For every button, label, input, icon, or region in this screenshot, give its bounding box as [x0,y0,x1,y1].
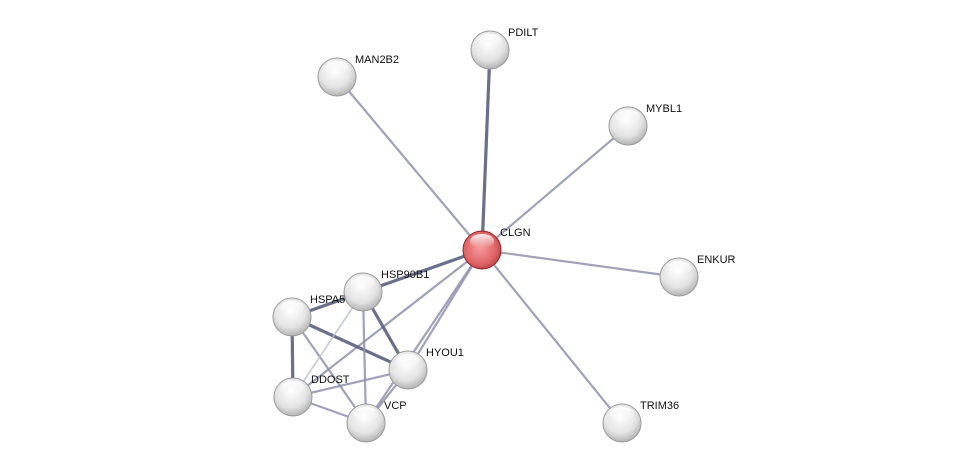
node-highlight [396,354,420,368]
edge-hsp90b1-vcp[interactable] [361,291,368,424]
node-highlight [478,34,502,48]
node-label: DDOST [311,374,350,386]
node-hspa5[interactable]: HSPA5 [272,294,345,337]
edge-clgn-trim36[interactable] [481,249,623,424]
node-label: ENKUR [697,254,736,266]
edge-clgn-hsp90b1[interactable] [362,248,483,294]
edge-clgn-enkur[interactable] [481,248,680,279]
edge-clgn-mybl1[interactable] [481,125,629,251]
node-label: CLGN [500,227,531,239]
node-label: MYBL1 [646,103,682,115]
node-highlight [351,276,375,290]
node-highlight [281,381,305,395]
node-label: HSPA5 [310,294,345,306]
node-label: PDILT [508,27,539,39]
edge-clgn-man2b2[interactable] [336,76,483,251]
node-highlight [354,407,378,421]
edge-hspa5-hyou1[interactable] [291,315,409,372]
node-label: HYOU1 [426,347,464,359]
node-trim36[interactable]: TRIM36 [602,400,679,443]
node-ddost[interactable]: DDOST [273,374,350,417]
node-enkur[interactable]: ENKUR [659,254,736,297]
edge-clgn-ddost[interactable] [292,249,483,398]
edge-ddost-hyou1[interactable] [292,368,409,399]
node-label: MAN2B2 [355,54,399,66]
node-man2b2[interactable]: MAN2B2 [317,54,399,97]
node-highlight [325,61,349,75]
edge-hsp90b1-ddost[interactable] [292,291,364,398]
node-highlight [610,407,634,421]
node-vcp[interactable]: VCP [346,400,407,443]
node-label: VCP [384,400,407,412]
node-label: HSP90B1 [381,269,429,281]
edge-clgn-vcp[interactable] [365,249,483,424]
node-pdilt[interactable]: PDILT [470,27,539,70]
node-mybl1[interactable]: MYBL1 [608,103,682,146]
node-highlight [470,234,494,248]
node-clgn[interactable]: CLGN [462,227,531,270]
node-highlight [616,110,640,124]
edge-hspa5-vcp[interactable] [291,316,367,424]
node-highlight [667,261,691,275]
node-hsp90b1[interactable]: HSP90B1 [343,269,429,312]
edge-clgn-pdilt[interactable] [480,49,492,251]
node-label: TRIM36 [640,400,679,412]
node-highlight [280,301,304,315]
node-hyou1[interactable]: HYOU1 [388,347,464,390]
